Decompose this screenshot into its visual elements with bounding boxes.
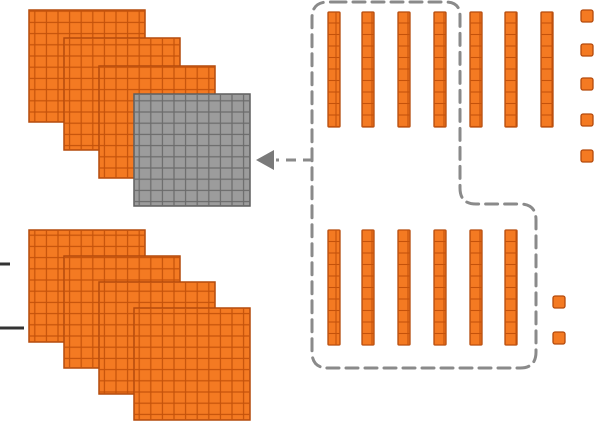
ten-rod	[327, 229, 341, 346]
ten-rod	[433, 11, 447, 128]
unit-cube	[580, 43, 594, 57]
unit-cube	[580, 9, 594, 23]
ten-rod	[361, 11, 375, 128]
unit-cube	[580, 113, 594, 127]
ten-rod	[469, 11, 483, 128]
ten-rod	[327, 11, 341, 128]
left-arrow-icon	[256, 150, 274, 170]
unit-cube	[580, 149, 594, 163]
ten-rod	[361, 229, 375, 346]
ten-rod	[540, 11, 554, 128]
unit-cube	[552, 331, 566, 345]
unit-cubes-layer	[552, 9, 594, 345]
ten-rods-layer	[327, 11, 554, 346]
unit-cube	[580, 77, 594, 91]
ten-rod	[469, 229, 483, 346]
ten-rod	[397, 11, 411, 128]
ten-rod	[504, 229, 518, 346]
grouping-dashed-outline	[310, 0, 538, 370]
hundred-flat	[133, 307, 251, 421]
bracket-marks	[0, 262, 24, 330]
unit-cube	[552, 295, 566, 309]
highlighted-hundred-flat	[133, 93, 251, 207]
ten-rod	[504, 11, 518, 128]
hundred-flats-layer	[28, 9, 251, 421]
ten-rod	[397, 229, 411, 346]
guides-layer	[0, 0, 538, 370]
ten-rod	[433, 229, 447, 346]
